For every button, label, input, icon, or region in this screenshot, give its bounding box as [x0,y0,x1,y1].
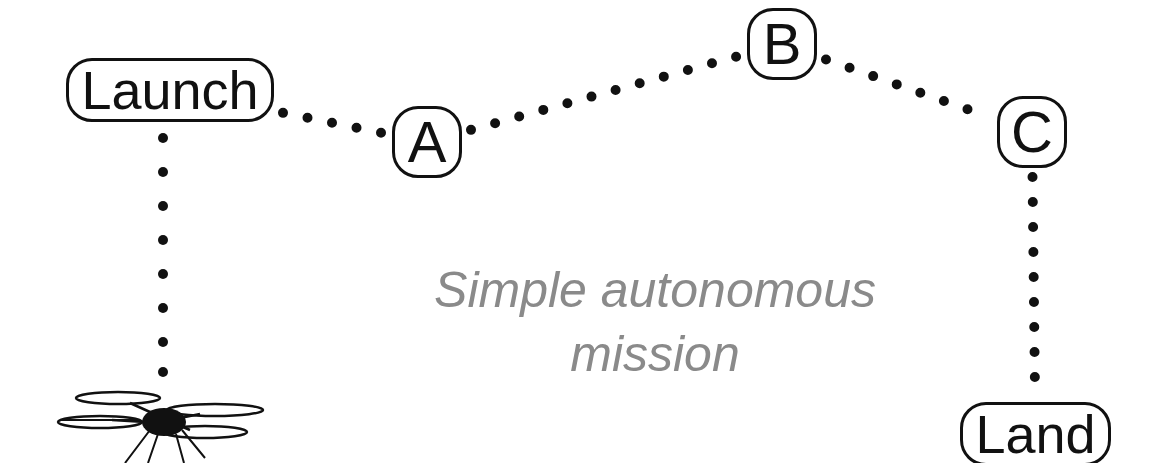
dotted-path [471,56,738,130]
mission-step: Launch [66,58,274,122]
caption-label: Simple autonomous mission [420,258,890,386]
node-label: B [763,15,802,73]
waypoint-box: C [997,96,1067,168]
dotted-path [1033,177,1036,393]
node-label: Land [975,407,1095,461]
drone-body [142,408,186,436]
node-label: A [408,113,447,171]
drone [58,392,263,463]
dotted-path [826,59,988,116]
node-label: Launch [81,63,258,117]
dotted-path [283,113,383,133]
waypoint-box: B [747,8,817,80]
launch-dots [158,133,168,377]
node-label: C [1011,103,1053,161]
mission-step: Land [960,402,1111,463]
waypoint-box: A [392,106,462,178]
